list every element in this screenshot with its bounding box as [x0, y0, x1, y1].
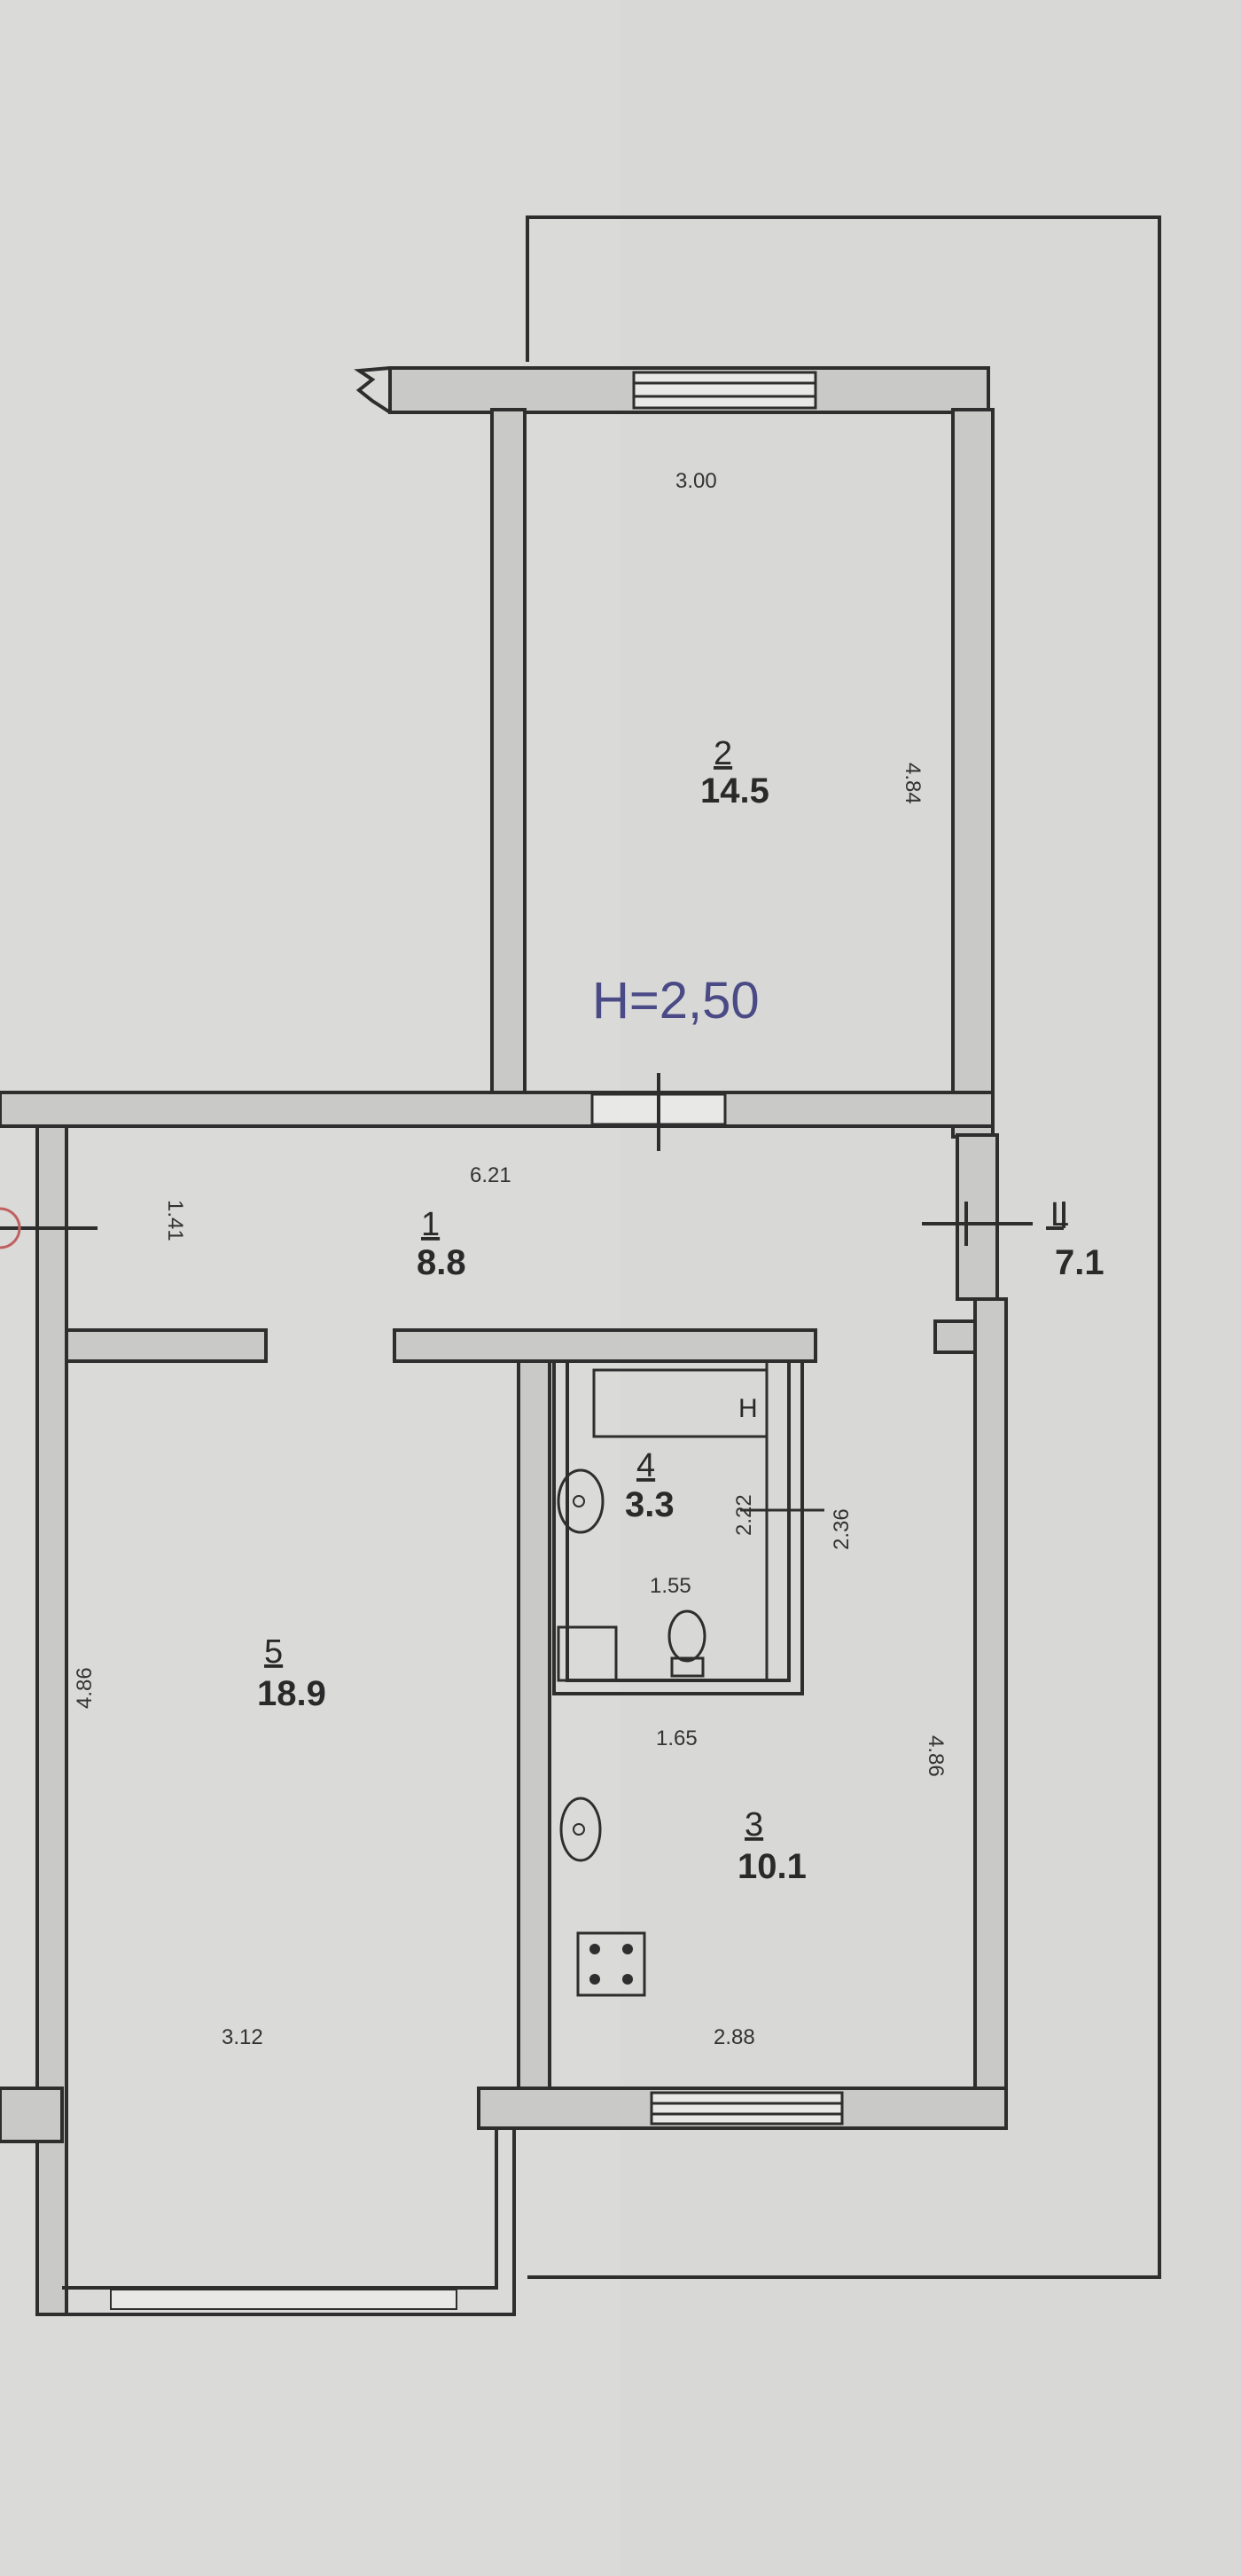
dim-room2-length: 4.84 — [901, 763, 925, 804]
window-room-2 — [632, 371, 817, 410]
room-5-number: 5 — [264, 1633, 283, 1671]
room-4-area: 3.3 — [625, 1485, 675, 1524]
room-2-area: 14.5 — [700, 771, 769, 810]
window-room-5 — [110, 2289, 457, 2310]
window-room-3 — [650, 2091, 844, 2126]
room-2-walls — [354, 366, 995, 1139]
dim-bath-height-a: 2.22 — [732, 1494, 756, 1536]
riser-marker — [0, 1207, 21, 1249]
sink-icon — [559, 1797, 602, 1862]
dim-room5-length: 4.86 — [73, 1667, 97, 1709]
cabinet-icon — [557, 1625, 618, 1682]
loggia-outline — [526, 215, 1161, 2279]
dim-room3-length: 4.86 — [924, 1735, 948, 1777]
loggia-area: 7.1 — [1055, 1243, 1104, 1282]
room-3-area: 10.1 — [738, 1847, 807, 1886]
room-5-area: 18.9 — [257, 1674, 326, 1713]
kitchen-fixtures — [559, 1797, 646, 1997]
room-4-number: 4 — [636, 1447, 655, 1484]
bath-mark: H — [738, 1394, 758, 1423]
hall-top-wall — [0, 1073, 995, 1151]
dim-room5-width: 3.12 — [222, 2025, 263, 2049]
inner-partitions — [393, 1328, 817, 2090]
dim-room3-width: 2.88 — [714, 2025, 755, 2049]
loggia-symbol: L — [1050, 1196, 1069, 1233]
bottom-walls — [37, 2087, 1008, 2316]
toilet-icon — [667, 1609, 706, 1678]
dim-bath-height-b: 2.36 — [830, 1508, 854, 1550]
room-2-number: 2 — [714, 735, 732, 772]
room-1-area: 8.8 — [417, 1243, 466, 1282]
washbasin-icon — [557, 1468, 605, 1534]
bath-fixtures — [557, 1361, 824, 1682]
hall-right-walls — [922, 1133, 1065, 2112]
room-1-number: 1 — [421, 1206, 440, 1243]
dim-bath-width-bottom: 1.65 — [656, 1726, 698, 1750]
dim-hall-length: 6.21 — [470, 1163, 511, 1187]
dim-hall-width: 1.41 — [163, 1200, 187, 1241]
dim-room2-width: 3.00 — [675, 469, 717, 493]
ceiling-height: H=2,50 — [592, 972, 760, 1030]
dim-bath-width-top: 1.55 — [650, 1574, 691, 1598]
room-3-number: 3 — [745, 1806, 763, 1844]
stove-icon — [576, 1931, 646, 1997]
